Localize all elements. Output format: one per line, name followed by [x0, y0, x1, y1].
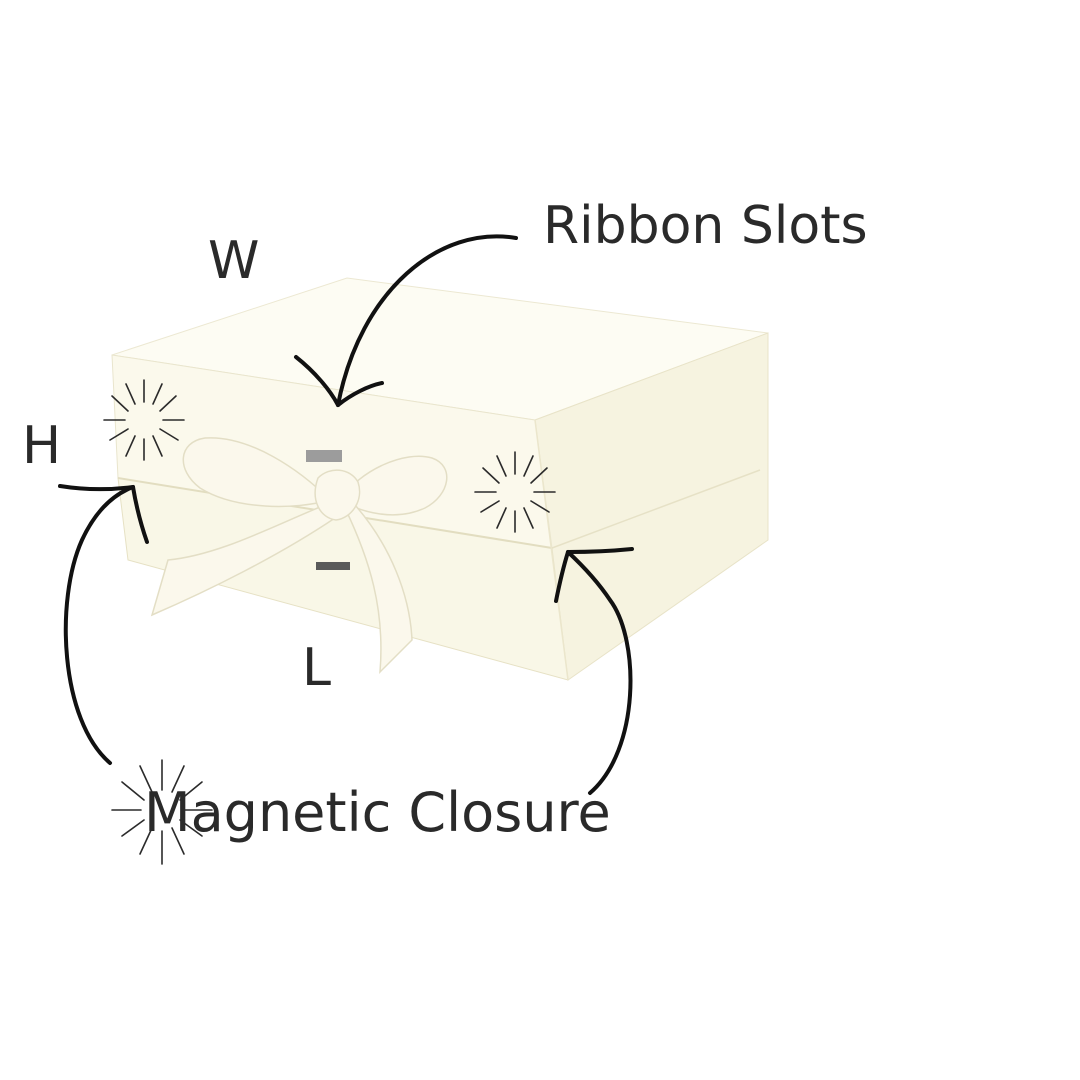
magnetic-closure-arrow-left — [58, 484, 149, 765]
ribbon-bow — [150, 437, 448, 674]
bow-left-tail — [150, 504, 337, 617]
ribbon-slot-top — [306, 450, 342, 462]
width-label: W — [208, 231, 260, 291]
bow-right-loop — [338, 455, 448, 516]
sparkle-icon-bottom — [111, 759, 213, 865]
bow-knot — [314, 469, 361, 521]
ribbon-slots-arrow — [294, 234, 518, 407]
ribbon-slots-label: Ribbon Slots — [543, 196, 868, 256]
length-label: L — [302, 638, 331, 698]
gift-box — [111, 277, 769, 681]
ribbon-slot-bottom — [316, 562, 350, 570]
bow-right-tail — [343, 504, 413, 674]
magnetic-closure-label: Magnetic Closure — [144, 781, 611, 844]
magnetic-closure-arrow-right — [554, 547, 634, 795]
height-label: H — [22, 416, 62, 476]
sparkle-icon-right — [474, 451, 556, 533]
bow-left-loop — [182, 437, 332, 508]
sparkle-icon-top-left — [103, 379, 185, 461]
ribbon-slots — [306, 450, 350, 570]
